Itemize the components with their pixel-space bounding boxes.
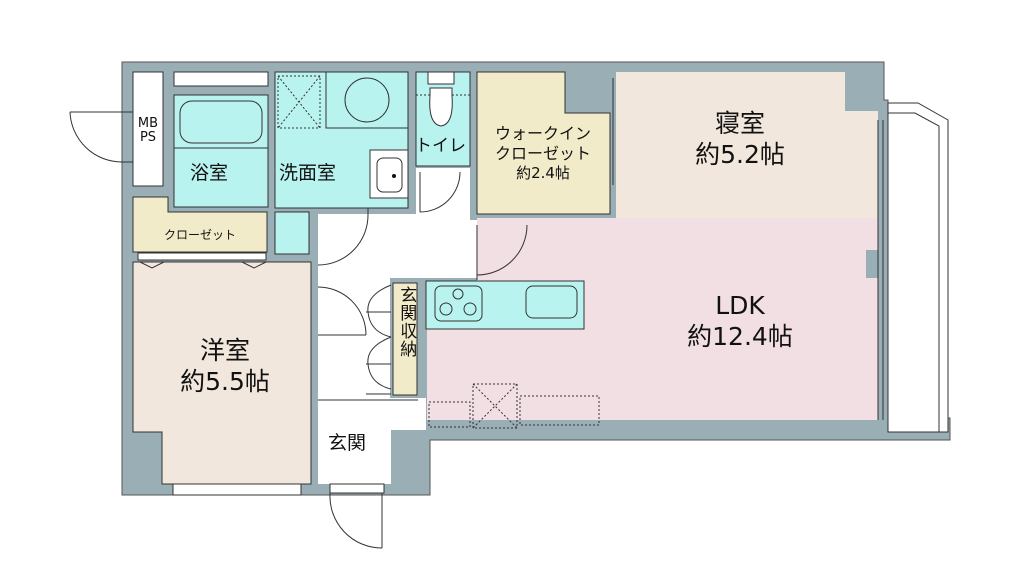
stove-icon (434, 285, 483, 322)
entrance-storage-label: 玄関収納 (396, 286, 417, 358)
sink-icon (525, 285, 578, 319)
ldk-label: LDK 約12.4帖 (660, 290, 820, 353)
walkin-closet-line1: ウォークイン (494, 124, 591, 143)
mbps-label-line1: MB (137, 116, 159, 131)
ldk-door[interactable] (476, 224, 528, 276)
bathtub-icon (179, 100, 263, 144)
walkin-closet-room (476, 71, 611, 215)
ldk-size: 約12.4帖 (687, 322, 793, 352)
mbps-door[interactable] (69, 111, 133, 163)
bedroom-name: 寝室 (714, 109, 765, 138)
western-room-name: 洋室 (199, 336, 250, 365)
appliance-space (428, 401, 471, 428)
walkin-closet-line2: クローゼット (494, 144, 591, 163)
bedroom-label: 寝室 約5.2帖 (670, 108, 810, 171)
washroom-door[interactable] (317, 213, 369, 266)
washroom-storage (274, 211, 310, 255)
entrance-storage-doors[interactable] (366, 284, 392, 395)
walkin-closet-size: 約2.4帖 (516, 164, 570, 182)
storage-cabinet (325, 71, 409, 129)
bath-label: 浴室 (190, 162, 229, 184)
hallway (318, 168, 477, 484)
western-room (132, 261, 312, 485)
washroom-label: 洗面室 (279, 162, 337, 184)
balcony (887, 102, 949, 433)
entrance-label: 玄関 (328, 432, 367, 454)
toilet-label: トイレ (415, 136, 466, 156)
western-room-size: 約5.5帖 (180, 367, 270, 397)
western-room-window (172, 483, 302, 496)
bath-shelf (173, 71, 269, 87)
ldk-room (427, 218, 878, 420)
western-room-door[interactable] (317, 286, 367, 336)
kitchen-counter (425, 280, 585, 330)
fridge-space (472, 383, 518, 429)
walkin-closet-label: ウォークイン クローゼット 約2.4帖 (478, 124, 608, 183)
entrance-storage (392, 282, 418, 396)
toilet-door[interactable] (419, 171, 461, 213)
bedroom-size: 約5.2帖 (695, 140, 785, 170)
closet-label: クローゼット (163, 228, 236, 242)
ldk-name: LDK (715, 291, 765, 320)
mbps-label: MB PS (134, 116, 162, 146)
wash-basin-icon (376, 157, 403, 193)
mbps-room (132, 71, 164, 187)
entrance-door[interactable] (329, 483, 385, 549)
mbps-label-line2: PS (139, 130, 157, 146)
cupboard-space (519, 395, 600, 426)
western-room-label: 洋室 約5.5帖 (160, 335, 290, 398)
drum-icon (344, 77, 390, 123)
bedroom-room (616, 72, 878, 218)
closet-room (132, 196, 268, 253)
toilet-icon (429, 87, 453, 127)
